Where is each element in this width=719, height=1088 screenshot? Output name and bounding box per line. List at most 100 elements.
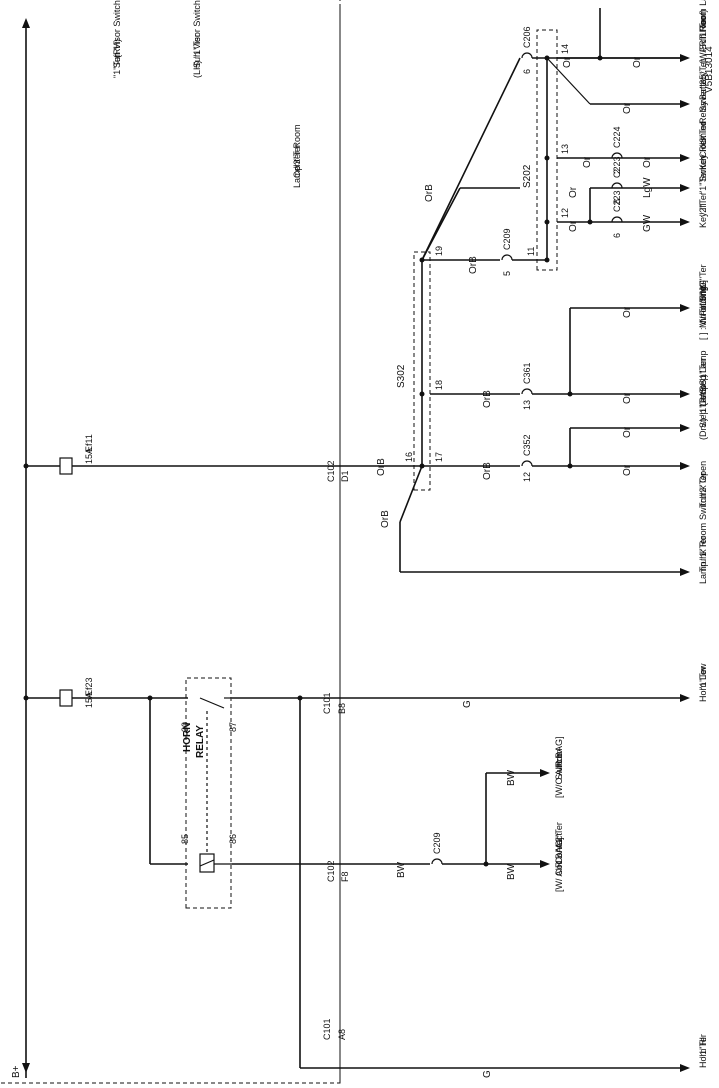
step-pass-ter: "1"Ter (698, 358, 708, 382)
sun-visor-rh-ter: "1"Ter (112, 54, 122, 78)
battery-saver-route (546, 57, 591, 105)
relay-pin-86: 86 (228, 834, 238, 844)
step-drv-ter: "1"Ter (698, 392, 708, 416)
wire-or-frt-in: Or (562, 56, 573, 68)
key-ill-name: Key Ill (698, 203, 708, 228)
c224-pin: 2 (612, 169, 622, 174)
c361-label: C361 (522, 362, 532, 384)
horn-hi-ter: "1"Ter (698, 1034, 708, 1058)
s202-name: S202 (522, 164, 533, 188)
key-remind-arrow-icon (680, 184, 690, 192)
horn-low-arrow-icon (680, 694, 690, 702)
s202-pin-11: 11 (526, 247, 536, 256)
clock-ter: "3"Ter (698, 122, 708, 146)
c101-a8-pin: A8 (337, 1029, 347, 1040)
c361-pin: 13 (522, 400, 532, 410)
clock-arrow-icon (680, 154, 690, 162)
frt-lamp-arrow-icon (680, 54, 690, 62)
trunk-room-name1: Trunk Room (698, 523, 708, 572)
horn-relay-subtitle: RELAY (195, 725, 206, 758)
horn-switch-name2: Switch (554, 753, 564, 780)
fuse-ef11-name: Ef11 (84, 434, 94, 452)
key-remind-name1: Key Remind (698, 121, 708, 170)
relay-coil (199, 853, 215, 873)
c224-connector-icon (611, 152, 623, 159)
step-pass-name2: (PASS.) (698, 374, 708, 406)
trunk-room-name2: Lamp (698, 561, 708, 584)
horn-low-ter: "1"Ter (698, 666, 708, 690)
wire-gw: GW (642, 214, 653, 232)
relay-switch-contact (199, 697, 225, 709)
c352-pin: 12 (522, 472, 532, 482)
s202-junction-12 (544, 219, 550, 225)
folding-ter: "5" [9]"Ter (698, 264, 708, 304)
c224-label: C224 (612, 126, 622, 148)
trunk-open-ter: "2"Ter (698, 472, 708, 496)
orb-to-c206 (421, 57, 521, 261)
battery-saver-name1: Battery (698, 71, 708, 100)
b-plus-arrow-left-icon (22, 1063, 30, 1073)
fuse-ef23-rating: 15A (84, 692, 94, 708)
c361-connector-icon (521, 388, 533, 395)
c223-a-label: C223 (612, 190, 622, 212)
wire-orb-17: OrB (482, 462, 493, 480)
wire-lgw: LgW (642, 177, 653, 198)
horn-relay-box (185, 677, 232, 909)
horn-hi-name: Horn HI (698, 1037, 708, 1068)
ef23-junction (23, 695, 29, 701)
c101-b8-conn: C101 (322, 692, 332, 714)
relay-pin-30: 30 (180, 722, 190, 732)
horn-relay-title: HORN (182, 723, 193, 752)
c209-horn-connector-icon (431, 858, 443, 865)
fuse-ef11 (59, 457, 73, 475)
step-drv-name2: (Drv.) (698, 418, 708, 440)
wire-or-clock: Or (642, 156, 653, 168)
diagram-id: V5B13014 (704, 46, 715, 93)
s202-pin-13: 13 (560, 144, 570, 154)
c352-connector-icon (521, 460, 533, 467)
c209-horn-label: C209 (432, 832, 442, 854)
wire-or-folding: Or (622, 306, 633, 318)
sun-visor-rh-side: (RH) (112, 39, 122, 58)
c223-a-connector-icon (611, 216, 623, 223)
s302-pin-17: 17 (434, 452, 444, 462)
wire-bw-switch: BW (506, 769, 517, 786)
s202-pin-12: 12 (560, 208, 570, 218)
c206-connector-icon (521, 52, 533, 59)
s202-pin-14: 14 (560, 44, 570, 54)
sun-visor-lh-side: (LH) (192, 60, 202, 78)
top-right-components: "3"Ter Center Room Lamp "1"Ter Sun Visor… (112, 0, 302, 188)
relay-pin-87: 87 (228, 722, 238, 732)
s302-splice-box (413, 251, 431, 491)
horn-low-name: Horn Low (698, 663, 708, 702)
key-remind-ter: "1"Ter (698, 170, 708, 194)
wire-g-hi: G (482, 1070, 493, 1078)
wire-or-battery: Or (622, 102, 633, 114)
step-drv-name1: Step Lamp (698, 384, 708, 428)
trunk-room-diag (399, 465, 423, 523)
frt-lamp-name2: (W/Sun Roof) (698, 9, 708, 64)
wire-or-trunk-open: Or (622, 464, 633, 476)
fuse-ef23 (59, 689, 73, 707)
frt-lamp-name1: FRT Room Lamp (698, 0, 708, 52)
key-ill-ter: "2"Ter (698, 192, 708, 216)
airbag-w-note: [W/ AIR BAG] (554, 837, 564, 892)
frt-lamp-ter: "1"Ter (698, 16, 708, 40)
s302-pin-16: 16 (404, 452, 414, 462)
ef11-junction (23, 463, 29, 469)
horn-switch-name1: Horn (554, 748, 564, 768)
c223-b-connector-icon (611, 182, 623, 189)
fuse-ef23-name: Ef23 (84, 677, 94, 696)
c102-f8-conn: C102 (326, 860, 336, 882)
battery-saver-ter: "85"Ter (698, 59, 708, 88)
relay-pin-85: 85 (180, 834, 190, 844)
s202-junction-11 (544, 257, 550, 263)
b-plus-arrow-icon (22, 18, 30, 28)
wire-or-clock-in: Or (582, 156, 593, 168)
battery-saver-name2: Saver (698, 88, 708, 112)
b-plus-label: B+ (11, 1065, 22, 1078)
c223-b-label: C223 (612, 156, 622, 178)
wire-or-step-drv: Or (622, 426, 633, 438)
trunk-open-name2: Switch (698, 493, 708, 520)
wire-bw-coil: BW (506, 863, 517, 880)
